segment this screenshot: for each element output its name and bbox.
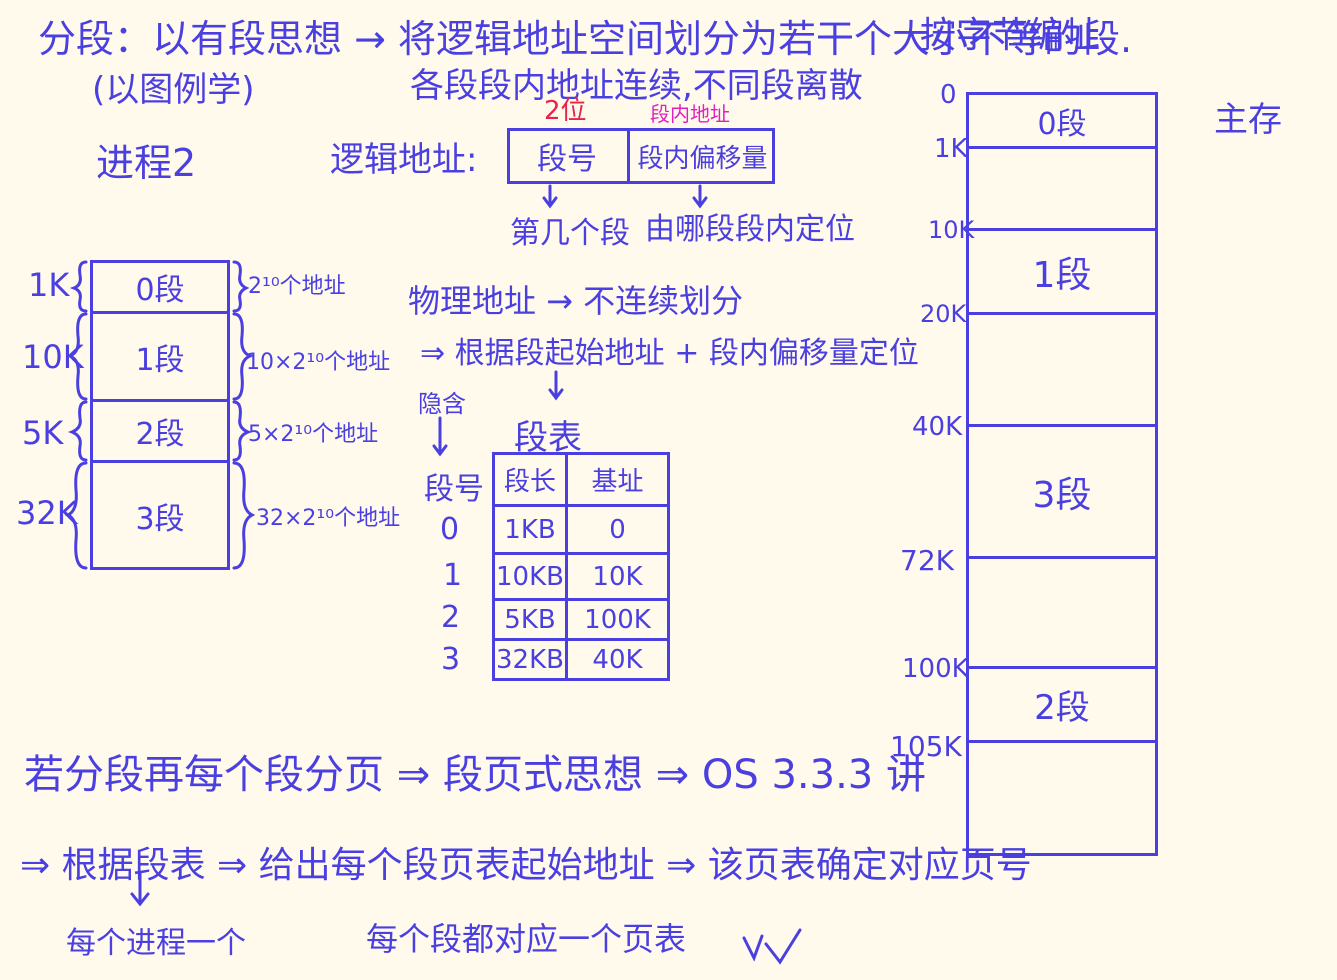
segment-length: 32KB xyxy=(492,638,568,681)
memory-divider xyxy=(966,666,1158,669)
table-row: 5KB 100K xyxy=(492,598,670,641)
table-row: 10KB 10K xyxy=(492,552,670,601)
physical-line2: ⇒ 根据段起始地址 + 段内偏移量定位 xyxy=(420,336,919,371)
memory-block-seg2: 2段 xyxy=(1034,688,1090,728)
segment-table: 段长 基址 1KB 0 10KB 10K 5KB 100K 32KB 40K xyxy=(492,452,670,681)
header-addressing-note: 按字节编址 xyxy=(920,15,1101,56)
logical-address-box xyxy=(507,128,775,184)
segment-length: 1KB xyxy=(492,504,568,555)
memory-divider xyxy=(966,424,1158,427)
memory-marker: 10K xyxy=(928,216,975,244)
implicit-label: 隐含 xyxy=(418,390,466,418)
bottom-line2: ⇒ 根据段表 ⇒ 给出每个段页表起始地址 ⇒ 该页表确定对应页号 xyxy=(20,845,1032,886)
memory-divider xyxy=(966,146,1158,149)
field-segment-number: 段号 xyxy=(537,142,597,177)
divider xyxy=(90,311,230,314)
table-segno: 1 xyxy=(443,558,463,593)
divider xyxy=(90,460,230,463)
table-segno: 3 xyxy=(441,642,461,677)
divider xyxy=(90,399,230,402)
bottom-note-left: 每个进程一个 xyxy=(66,926,246,961)
table-row: 1KB 0 xyxy=(492,504,670,555)
segment-table-header-base: 基址 xyxy=(565,452,670,507)
process-label: 进程2 xyxy=(96,141,197,185)
memory-block-seg3: 3段 xyxy=(1032,474,1092,516)
process-segment-0: 0段 xyxy=(135,272,185,308)
header-line2: (以图例学) xyxy=(92,70,255,110)
segment-length: 5KB xyxy=(492,598,568,641)
segment-note-1: 10×2¹⁰个地址 xyxy=(246,350,391,375)
process-segment-column xyxy=(90,260,230,570)
segment-table-header-length: 段长 xyxy=(492,452,568,507)
bottom-line1: 若分段再每个段分页 ⇒ 段页式思想 ⇒ OS 3.3.3 讲 xyxy=(24,752,926,798)
main-memory xyxy=(966,92,1158,856)
under-offset-note: 由哪段段内定位 xyxy=(645,212,855,247)
memory-divider xyxy=(966,228,1158,231)
segment-note-0: 2¹⁰个地址 xyxy=(248,274,346,299)
field-segment-offset: 段内偏移量 xyxy=(637,143,768,174)
memory-divider xyxy=(966,740,1158,743)
logical-address-divider xyxy=(627,128,630,184)
segment-base: 10K xyxy=(565,552,670,601)
segment-base: 100K xyxy=(565,598,670,641)
header-line1: 分段：以有段思想 → 将逻辑地址空间划分为若干个大小不等的段. xyxy=(38,17,1133,61)
memory-block-seg1: 1段 xyxy=(1032,254,1092,296)
memory-divider xyxy=(966,312,1158,315)
segment-base: 0 xyxy=(565,504,670,555)
table-segno: 0 xyxy=(440,512,460,547)
table-segno: 2 xyxy=(441,600,461,635)
memory-marker: 105K xyxy=(890,730,962,763)
memory-marker: 0 xyxy=(940,80,957,110)
table-row: 32KB 40K xyxy=(492,638,670,681)
segment-size-2: 5K xyxy=(22,414,64,452)
segment-length: 10KB xyxy=(492,552,568,601)
segment-note-2: 5×2¹⁰个地址 xyxy=(248,422,379,447)
segment-base: 40K xyxy=(565,638,670,681)
physical-line1: 物理地址 → 不连续划分 xyxy=(408,282,744,320)
bottom-note-right: 每个段都对应一个页表 xyxy=(366,920,687,958)
segment-note-3: 32×2¹⁰个地址 xyxy=(256,506,401,531)
memory-marker: 72K xyxy=(900,544,954,577)
memory-block-seg0: 0段 xyxy=(1037,106,1087,142)
memory-marker: 40K xyxy=(912,412,963,442)
memory-marker: 1K xyxy=(934,134,968,164)
logical-address-label: 逻辑地址: xyxy=(330,140,478,180)
segment-size-0: 1K xyxy=(28,266,70,304)
memory-marker: 20K xyxy=(920,300,967,328)
under-segno-note: 第几个段 xyxy=(510,216,630,251)
process-segment-3: 3段 xyxy=(135,501,185,537)
memory-marker: 100K xyxy=(902,654,969,684)
main-memory-label: 主存 xyxy=(1214,100,1282,140)
offset-note: 段内地址 xyxy=(650,102,730,126)
memory-divider xyxy=(966,556,1158,559)
segno-label: 段号 xyxy=(424,472,484,507)
bits-label: 2位 xyxy=(544,96,587,126)
segment-size-3: 32K xyxy=(16,494,78,532)
process-segment-2: 2段 xyxy=(135,417,185,452)
process-segment-1: 1段 xyxy=(135,342,185,378)
header-line3: 各段段内地址连续,不同段离散 xyxy=(410,66,863,106)
segment-table-title: 段表 xyxy=(514,418,582,458)
